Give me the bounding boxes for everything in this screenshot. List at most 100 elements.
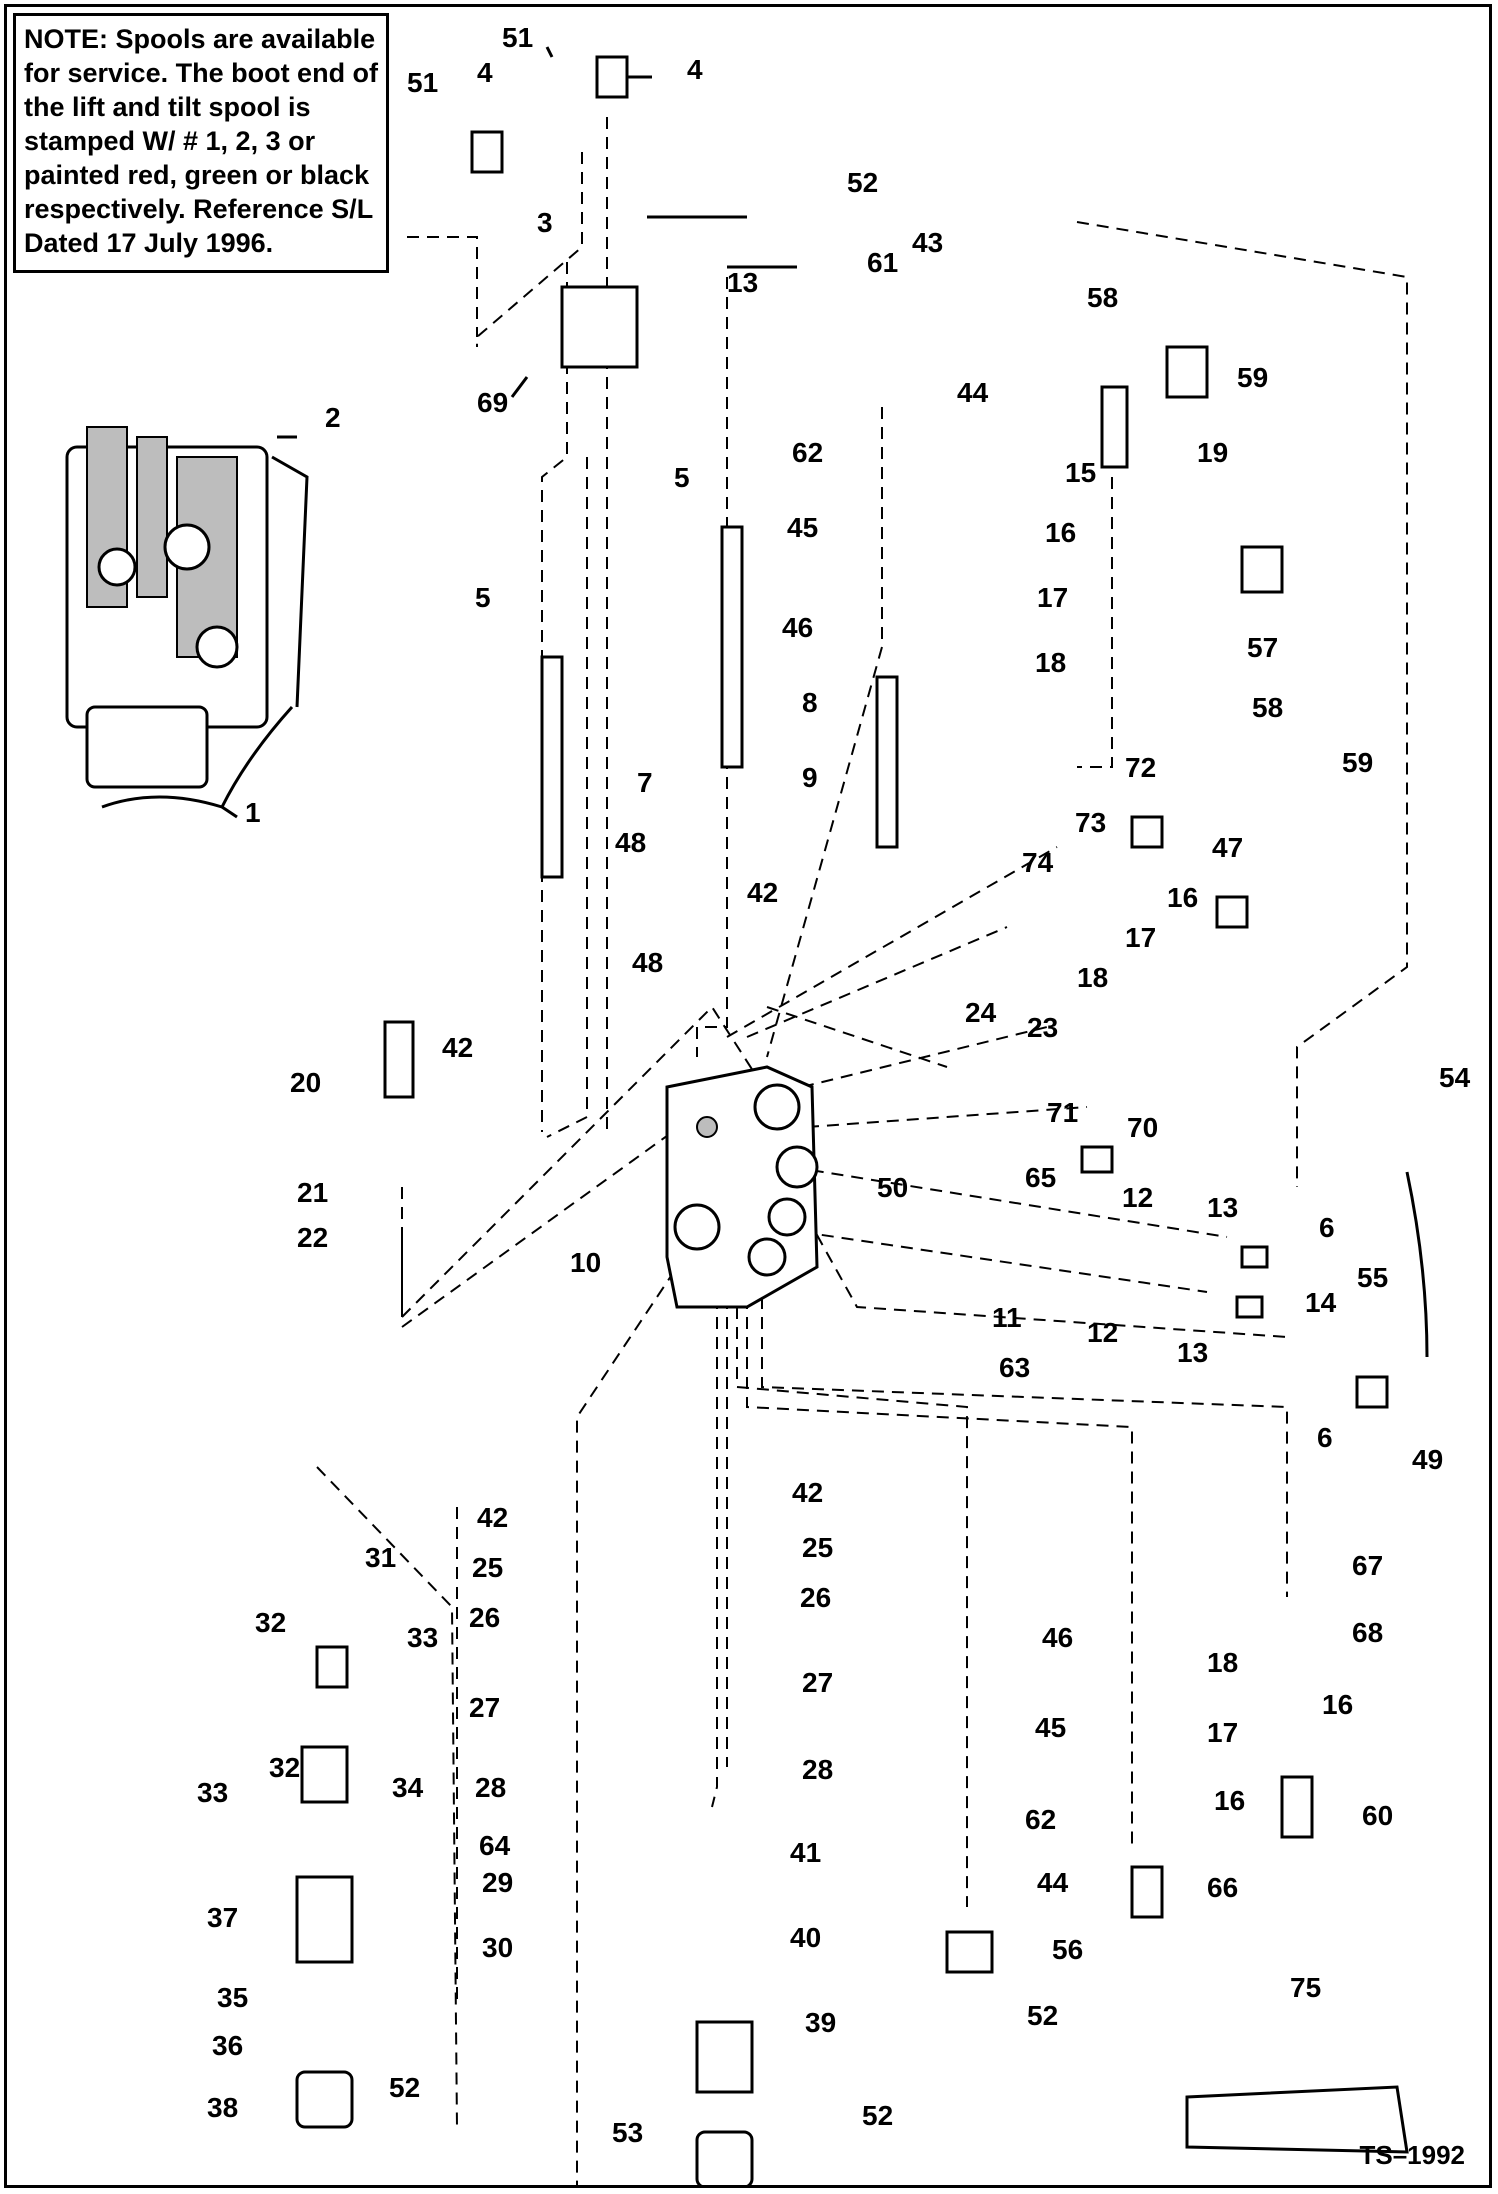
callout-60: 60 — [1362, 1800, 1393, 1831]
callout-75: 75 — [1290, 1972, 1321, 2003]
callout-45a: 45 — [787, 512, 818, 543]
callout-16d: 16 — [1214, 1785, 1245, 1816]
callout-28b: 28 — [802, 1754, 833, 1785]
callout-70: 70 — [1127, 1112, 1158, 1143]
callout-63: 63 — [999, 1352, 1030, 1383]
callout-3: 3 — [537, 207, 553, 238]
callout-41: 41 — [790, 1837, 821, 1868]
callout-31: 31 — [365, 1542, 396, 1573]
callout-53: 53 — [612, 2117, 643, 2148]
callout-26a: 26 — [469, 1602, 500, 1633]
callout-64: 64 — [479, 1830, 511, 1861]
callout-69: 69 — [477, 387, 508, 418]
callout-35: 35 — [217, 1982, 248, 2013]
dashed-assembly-lines — [316, 117, 1408, 2185]
callout-7: 7 — [637, 767, 653, 798]
callout-17b: 17 — [1125, 922, 1156, 953]
callout-38: 38 — [207, 2092, 238, 2123]
callout-32a: 32 — [255, 1607, 286, 1638]
callout-44a: 44 — [957, 377, 989, 408]
callout-18c: 18 — [1207, 1647, 1238, 1678]
callout-34: 34 — [392, 1772, 424, 1803]
callout-2: 2 — [325, 402, 341, 433]
callout-65: 65 — [1025, 1162, 1056, 1193]
callout-66: 66 — [1207, 1872, 1238, 1903]
spools-and-parts — [295, 55, 1429, 2185]
callout-52d: 52 — [862, 2100, 893, 2131]
callout-23: 23 — [1027, 1012, 1058, 1043]
callout-16a: 16 — [1045, 517, 1076, 548]
callout-36: 36 — [212, 2030, 243, 2061]
callout-43: 43 — [912, 227, 943, 258]
callout-40: 40 — [790, 1922, 821, 1953]
callout-51b: 51 — [407, 67, 438, 98]
callout-9: 9 — [802, 762, 818, 793]
callout-59b: 59 — [1342, 747, 1373, 778]
callout-28a: 28 — [475, 1772, 506, 1803]
callout-39: 39 — [805, 2007, 836, 2038]
callout-73: 73 — [1075, 807, 1106, 838]
note-heading: NOTE: — [24, 24, 108, 54]
callout-52c: 52 — [389, 2072, 420, 2103]
note-line-4: stamped W/ # 1, 2, 3 or — [24, 126, 316, 156]
diagram-page: NOTE: Spools are available for service. … — [4, 4, 1492, 2188]
note-line-3: the lift and tilt spool is — [24, 92, 311, 122]
callout-27b: 27 — [802, 1667, 833, 1698]
callout-27a: 27 — [469, 1692, 500, 1723]
callout-52b: 52 — [1027, 2000, 1058, 2031]
callout-19: 19 — [1197, 437, 1228, 468]
callout-47: 47 — [1212, 832, 1243, 863]
note-text-1: Spools are available — [108, 24, 376, 54]
callout-33a: 33 — [407, 1622, 438, 1653]
callout-61: 61 — [867, 247, 898, 278]
callout-46a: 46 — [782, 612, 813, 643]
callout-29: 29 — [482, 1867, 513, 1898]
callout-59a: 59 — [1237, 362, 1268, 393]
note-line-1: NOTE: Spools are available — [24, 22, 378, 56]
callout-71: 71 — [1047, 1097, 1078, 1128]
callout-17a: 17 — [1037, 582, 1068, 613]
callout-21: 21 — [297, 1177, 328, 1208]
callout-33b: 33 — [197, 1777, 228, 1808]
callout-72: 72 — [1125, 752, 1156, 783]
callout-25a: 25 — [472, 1552, 503, 1583]
callout-6b: 6 — [1317, 1422, 1333, 1453]
callout-32b: 32 — [269, 1752, 300, 1783]
callout-14: 14 — [1305, 1287, 1337, 1318]
callout-25b: 25 — [802, 1532, 833, 1563]
callout-4a: 4 — [477, 57, 493, 88]
callout-22: 22 — [297, 1222, 328, 1253]
callout-42a: 42 — [747, 877, 778, 908]
callout-17c: 17 — [1207, 1717, 1238, 1748]
callout-8: 8 — [802, 687, 818, 718]
callout-68: 68 — [1352, 1617, 1383, 1648]
callout-42d: 42 — [792, 1477, 823, 1508]
callout-46b: 46 — [1042, 1622, 1073, 1653]
callout-6a: 6 — [1319, 1212, 1335, 1243]
callout-26b: 26 — [800, 1582, 831, 1613]
note-line-2: for service. The boot end of — [24, 58, 379, 88]
drawing-code: TS–1992 — [1359, 2140, 1465, 2170]
callout-51a: 51 — [502, 22, 533, 53]
callout-74: 74 — [1022, 847, 1054, 878]
callout-52a: 52 — [847, 167, 878, 198]
callout-12b: 12 — [1087, 1317, 1118, 1348]
exploded-parts-diagram: 5151443524361135859446926219155451651746… — [65, 22, 1471, 2185]
callout-37: 37 — [207, 1902, 238, 1933]
callout-55: 55 — [1357, 1262, 1388, 1293]
callout-30: 30 — [482, 1932, 513, 1963]
callout-45b: 45 — [1035, 1712, 1066, 1743]
callout-18b: 18 — [1077, 962, 1108, 993]
callout-11: 11 — [992, 1302, 1022, 1333]
note-line-6: respectively. Reference S/L — [24, 194, 374, 224]
callout-5b: 5 — [475, 582, 491, 613]
service-note: NOTE: Spools are available for service. … — [13, 13, 389, 273]
callout-50: 50 — [877, 1172, 908, 1203]
callout-16c: 16 — [1322, 1689, 1353, 1720]
leader-lines — [277, 46, 797, 439]
callout-16b: 16 — [1167, 882, 1198, 913]
callout-48b: 48 — [632, 947, 663, 978]
callout-48a: 48 — [615, 827, 646, 858]
callout-49: 49 — [1412, 1444, 1443, 1475]
